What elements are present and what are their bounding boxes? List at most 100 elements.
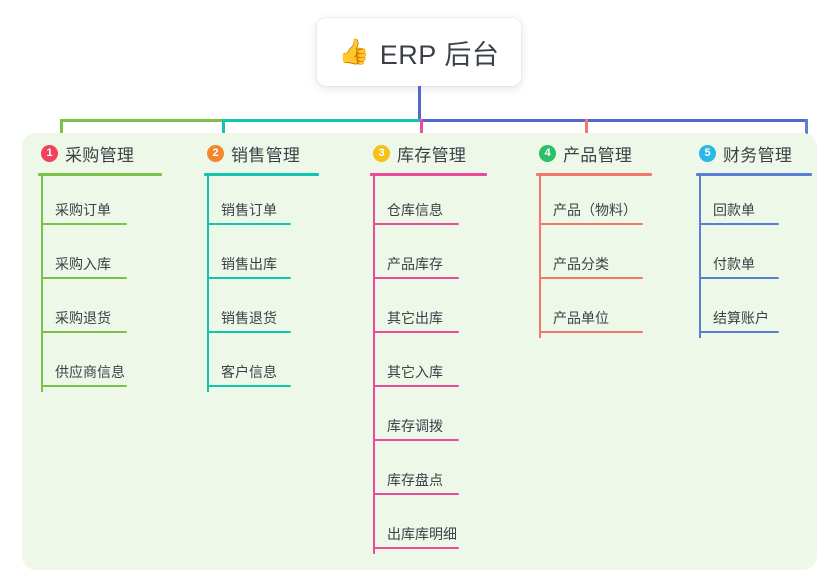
column-header-1[interactable]: 1 采购管理	[22, 133, 188, 173]
connector-drop-4	[585, 119, 588, 144]
column-spine-1	[41, 176, 43, 392]
tree-item-label: 客户信息	[221, 364, 277, 380]
tree-item-rule	[373, 223, 459, 225]
tree-item-label: 产品单位	[553, 310, 609, 326]
tree-item[interactable]: 产品单位	[520, 284, 680, 338]
tree-item-rule	[699, 223, 779, 225]
column-title-4: 产品管理	[563, 145, 633, 165]
tree-item[interactable]: 产品分类	[520, 230, 680, 284]
tree-item[interactable]: 库存盘点	[354, 446, 520, 500]
column-产品管理: 4 产品管理产品（物料） 产品分类产品单位	[520, 133, 680, 338]
connector-bar-segment-2	[222, 119, 420, 122]
root-node-title: ERP 后台	[379, 39, 500, 70]
connector-bar-segment-3	[420, 119, 805, 122]
tree-item-rule	[373, 439, 459, 441]
tree-item[interactable]: 付款单	[680, 230, 817, 284]
tree-item-content: 仓库信息	[373, 202, 459, 230]
tree-item[interactable]: 结算账户	[680, 284, 817, 338]
tree-item[interactable]: 供应商信息	[22, 338, 188, 392]
tree-item[interactable]: 客户信息	[188, 338, 354, 392]
tree-item[interactable]: 库存调拨	[354, 392, 520, 446]
tree-item-rule	[207, 385, 291, 387]
tree-item-label: 产品（物料）	[553, 202, 637, 218]
tree-item-rule	[373, 547, 459, 549]
tree-item-content: 采购订单	[41, 202, 127, 230]
column-items-2: 销售订单销售出库销售退货客户信息	[188, 176, 354, 392]
tree-item-rule	[41, 277, 127, 279]
tree-item-rule	[373, 277, 459, 279]
column-badge-4: 4	[539, 144, 556, 162]
tree-item[interactable]: 出库库明细	[354, 500, 520, 554]
tree-item[interactable]: 产品（物料）	[520, 176, 680, 230]
tree-item-content: 产品（物料）	[539, 202, 643, 230]
root-node-content: 👍 ERP 后台	[339, 33, 500, 72]
column-items-4: 产品（物料） 产品分类产品单位	[520, 176, 680, 338]
connector-drop-5	[805, 119, 808, 144]
tree-item[interactable]: 其它入库	[354, 338, 520, 392]
tree-item[interactable]: 采购订单	[22, 176, 188, 230]
tree-item[interactable]: 采购入库	[22, 230, 188, 284]
tree-item-rule	[207, 277, 291, 279]
tree-item-label: 库存盘点	[387, 472, 443, 488]
column-badge-3: 3	[373, 144, 390, 162]
tree-item-content: 客户信息	[207, 364, 291, 392]
column-rule-4	[536, 173, 652, 176]
column-采购管理: 1 采购管理采购订单采购入库采购退货供应商信息	[22, 133, 188, 392]
column-spine-3	[373, 176, 375, 554]
tree-item-label: 销售退货	[221, 310, 277, 326]
tree-item-label: 库存调拨	[387, 418, 443, 434]
connector-drop-1	[60, 119, 63, 144]
tree-item-rule	[207, 331, 291, 333]
tree-item-label: 结算账户	[713, 310, 769, 326]
tree-item[interactable]: 销售退货	[188, 284, 354, 338]
tree-item[interactable]: 销售订单	[188, 176, 354, 230]
tree-item-content: 回款单	[699, 202, 779, 230]
tree-item-rule	[41, 331, 127, 333]
tree-item[interactable]: 产品库存	[354, 230, 520, 284]
column-header-4[interactable]: 4 产品管理	[520, 133, 680, 173]
tree-item-rule	[41, 385, 127, 387]
tree-item-label: 回款单	[713, 202, 755, 218]
diagram-panel	[22, 133, 817, 570]
column-title-1: 采购管理	[65, 145, 135, 165]
tree-item-rule	[539, 223, 643, 225]
tree-item-content: 供应商信息	[41, 364, 127, 392]
tree-item[interactable]: 回款单	[680, 176, 817, 230]
tree-item-rule	[207, 223, 291, 225]
tree-item-content: 库存调拨	[373, 418, 459, 446]
tree-item-label: 采购订单	[55, 202, 111, 218]
tree-item-content: 产品库存	[373, 256, 459, 284]
root-node-erp-backend[interactable]: 👍 ERP 后台	[317, 18, 521, 86]
tree-item-rule	[699, 277, 779, 279]
connector-drop-2	[222, 119, 225, 144]
column-rule-2	[204, 173, 319, 176]
column-badge-5: 5	[699, 144, 716, 162]
column-badge-1: 1	[41, 144, 58, 162]
tree-item-label: 出库库明细	[387, 526, 457, 542]
tree-item-content: 产品单位	[539, 310, 643, 338]
tree-item-rule	[373, 331, 459, 333]
tree-item[interactable]: 采购退货	[22, 284, 188, 338]
tree-item[interactable]: 仓库信息	[354, 176, 520, 230]
tree-item[interactable]: 销售出库	[188, 230, 354, 284]
column-badge-2: 2	[207, 144, 224, 162]
tree-item-label: 采购退货	[55, 310, 111, 326]
connector-bar-segment-1	[60, 119, 222, 122]
tree-item-rule	[373, 493, 459, 495]
tree-item-label: 其它入库	[387, 364, 443, 380]
tree-item-label: 产品库存	[387, 256, 443, 272]
column-rule-1	[38, 173, 162, 176]
tree-item-content: 出库库明细	[373, 526, 459, 554]
tree-item[interactable]: 其它出库	[354, 284, 520, 338]
tree-item-label: 供应商信息	[55, 364, 125, 380]
tree-item-content: 其它入库	[373, 364, 459, 392]
column-items-3: 仓库信息产品库存其它出库其它入库库存调拨库存盘点出库库明细	[354, 176, 520, 554]
tree-item-label: 销售订单	[221, 202, 277, 218]
tree-item-content: 销售退货	[207, 310, 291, 338]
